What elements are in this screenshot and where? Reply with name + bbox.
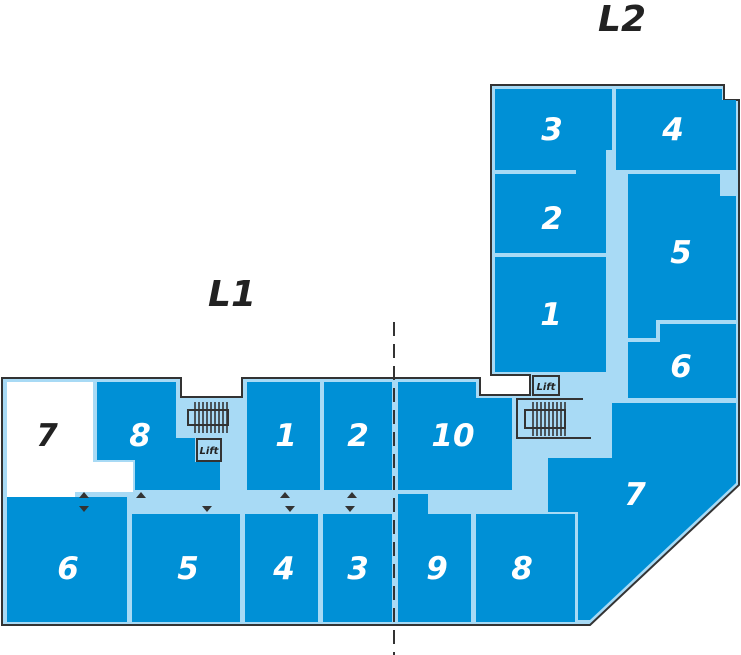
- escalator-arrows: [79, 492, 357, 512]
- arrow-up-icon: [136, 492, 146, 498]
- room-number: 7: [624, 477, 646, 513]
- l1-room-8[interactable]: [97, 382, 220, 490]
- l2-room-2[interactable]: [495, 174, 606, 253]
- lift-label: Lift: [200, 446, 220, 457]
- lift-icon: Lift: [532, 375, 560, 396]
- arrow-down-icon: [345, 506, 355, 512]
- l2-room-7[interactable]: [548, 403, 736, 620]
- l2-room-4[interactable]: [616, 89, 736, 170]
- lift-icon: Lift: [196, 438, 222, 462]
- arrow-up-icon: [79, 492, 89, 498]
- arrow-down-icon: [202, 506, 212, 512]
- arrow-down-icon: [79, 506, 89, 512]
- room-number: 6: [670, 349, 692, 385]
- l1-room-6[interactable]: [7, 497, 127, 622]
- stairs-icon: [516, 398, 591, 439]
- room-number: 7: [36, 418, 58, 454]
- room-number: 5: [177, 551, 199, 587]
- level-label-l2: L2: [598, 0, 646, 40]
- room-number: 2: [347, 418, 369, 454]
- room-number: 2: [541, 201, 563, 237]
- room-number: 8: [511, 551, 533, 587]
- l1-room-3[interactable]: [323, 514, 392, 622]
- room-number: 6: [57, 551, 79, 587]
- level-label-l1: L1: [208, 274, 256, 315]
- room-number: 10: [431, 418, 474, 454]
- l1-room-2[interactable]: [324, 382, 392, 490]
- l2-room-1[interactable]: [495, 257, 606, 372]
- room-number: 3: [347, 551, 369, 587]
- room-number: 4: [661, 112, 684, 148]
- l1-room-1[interactable]: [247, 382, 320, 490]
- arrow-up-icon: [280, 492, 290, 498]
- l1-room-7-vacant[interactable]: [7, 382, 133, 512]
- l2-room-3[interactable]: [495, 89, 612, 188]
- room-number: 8: [129, 418, 151, 454]
- l1-room-4[interactable]: [245, 514, 318, 622]
- l1-room-10[interactable]: [398, 382, 512, 490]
- room-number: 4: [272, 551, 295, 587]
- l1-room-9[interactable]: [398, 494, 471, 622]
- l2-room-5[interactable]: [628, 174, 736, 338]
- room-number: 1: [275, 418, 297, 454]
- arrow-up-icon: [347, 492, 357, 498]
- room-number: 3: [541, 112, 563, 148]
- l2-room-6[interactable]: [628, 324, 736, 398]
- room-number: 5: [670, 235, 692, 271]
- stairs-icon: [187, 402, 229, 433]
- room-number: 9: [426, 551, 448, 587]
- arrow-down-icon: [285, 506, 295, 512]
- l1-room-5[interactable]: [132, 514, 240, 622]
- room-number: 1: [540, 297, 562, 333]
- lift-label: Lift: [537, 382, 557, 393]
- l1-room-8b[interactable]: [476, 514, 575, 622]
